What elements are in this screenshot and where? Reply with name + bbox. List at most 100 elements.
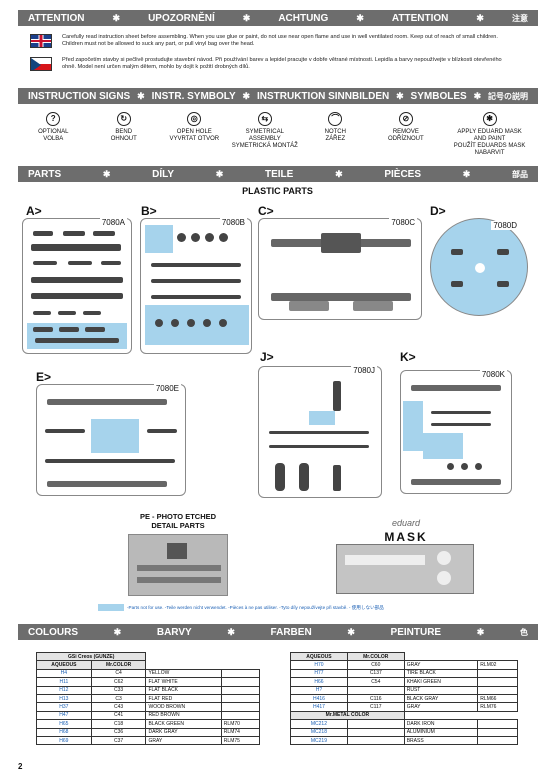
- colour-name: DARK IRON: [403, 719, 479, 729]
- part: [475, 463, 482, 470]
- separator-icon: ✱: [227, 626, 235, 637]
- empty-cell: [346, 727, 405, 737]
- part: [31, 277, 123, 283]
- part: [155, 319, 163, 327]
- part: [451, 281, 463, 287]
- metal-code: MC218: [290, 727, 348, 737]
- mask-part: [437, 571, 451, 585]
- sprue-j-letter: J>: [260, 350, 274, 364]
- warning-czech-text: Před započetím stavby si pečlivě prostud…: [62, 57, 502, 70]
- part: [68, 261, 92, 265]
- part: [269, 445, 369, 448]
- colour-row: H?RUST: [290, 685, 518, 695]
- part: [171, 319, 179, 327]
- part: [299, 463, 309, 491]
- part: [93, 231, 115, 236]
- separator-icon: ✱: [356, 12, 364, 23]
- separator-icon: ✱: [102, 168, 111, 179]
- col-mrcolor: Mr.COLOR: [90, 660, 147, 670]
- mask-part: [437, 551, 451, 565]
- rlm-code: [220, 693, 261, 704]
- colour-name: TIRE BLACK: [403, 668, 479, 679]
- aqueous-code: H4: [36, 668, 92, 679]
- part: [101, 261, 121, 265]
- warning-english-text: Carefully read instruction sheet before …: [62, 34, 498, 47]
- mrcolor-code: C116: [346, 693, 405, 704]
- colours-label-fr: PEINTURE: [390, 626, 442, 638]
- part: [33, 327, 53, 332]
- aqueous-code: H12: [36, 685, 92, 695]
- separator-icon: ✱: [473, 90, 482, 101]
- question-icon: ?: [46, 112, 61, 126]
- separator-icon: ✱: [462, 168, 471, 179]
- rlm-code: [220, 685, 261, 695]
- sprue-a-code: 7080A: [99, 218, 127, 227]
- metal-colour-rows: MC212 DARK IRON MC218 ALUMINIUM MC219 BRASS: [290, 719, 518, 746]
- part: [63, 231, 85, 236]
- not-for-use-highlight: [309, 411, 335, 425]
- mrcolor-code: C43: [90, 702, 147, 712]
- mask-sheet: [336, 544, 474, 594]
- rlm-code: [220, 702, 261, 712]
- rlm-code: RLM76: [477, 702, 518, 712]
- signs-label-fr: SYMBOLES: [410, 90, 467, 102]
- part: [151, 295, 241, 299]
- sprue-k-letter: K>: [400, 350, 416, 364]
- sprue-k: 7080K: [400, 370, 512, 494]
- part: [47, 399, 167, 405]
- sprue-a-letter: A>: [26, 204, 42, 218]
- sprue-b-letter: B>: [141, 204, 157, 218]
- colour-name: BRASS: [403, 735, 479, 746]
- sprue-e: 7080E: [36, 384, 186, 496]
- part: [475, 263, 485, 273]
- sprue-d-letter: D>: [430, 204, 446, 218]
- rlm-code: [477, 685, 518, 695]
- part: [411, 385, 501, 391]
- separator-icon: ✱: [242, 12, 251, 23]
- colour-name: GRAY: [145, 735, 222, 746]
- sprue-j: 7080J: [258, 366, 382, 498]
- pe-fret: [128, 534, 228, 596]
- colour-name: ALUMINIUM: [403, 727, 479, 737]
- part: [35, 338, 119, 343]
- col-mrcolor: Mr.COLOR: [346, 651, 405, 662]
- not-for-use-highlight: [91, 419, 139, 453]
- instruction-signs-list: ? OPTIONAL VOLBA ↻ BEND OHNOUT ◎ OPEN HO…: [18, 112, 538, 157]
- colour-name: KHAKI GREEN: [403, 677, 479, 687]
- part: [147, 429, 177, 433]
- drill-hole-icon: ◎: [187, 112, 202, 126]
- part: [191, 233, 200, 242]
- separator-icon: ✱: [113, 626, 122, 637]
- warning-english: Carefully read instruction sheet before …: [30, 34, 502, 48]
- colour-name: FLAT BLACK: [145, 685, 222, 695]
- mrcolor-code: C54: [346, 677, 405, 687]
- part: [85, 327, 105, 332]
- part: [33, 261, 57, 265]
- sign-label: OPEN HOLE VYVRTAT OTVOR: [169, 129, 220, 142]
- part: [271, 293, 411, 301]
- part: [321, 233, 361, 253]
- aqueous-code: H416: [290, 693, 348, 704]
- mrcolor-code: C18: [90, 719, 147, 729]
- mrcolor-code: C33: [90, 685, 147, 695]
- part: [47, 481, 167, 487]
- metal-code: MC212: [290, 719, 348, 729]
- not-for-use-highlight: [403, 401, 423, 451]
- part: [151, 263, 241, 267]
- sprue-c: 7080C: [258, 218, 422, 320]
- part: [187, 319, 195, 327]
- not-for-use-note: -Parts not for use. -Teile werden nicht …: [127, 605, 384, 610]
- signs-label-cz: INSTR. SYMBOLY: [151, 90, 236, 102]
- sign-label: NOTCH ZÁŘEZ: [324, 129, 346, 142]
- aqueous-code: H70: [290, 660, 348, 670]
- metal-code: MC219: [290, 735, 348, 746]
